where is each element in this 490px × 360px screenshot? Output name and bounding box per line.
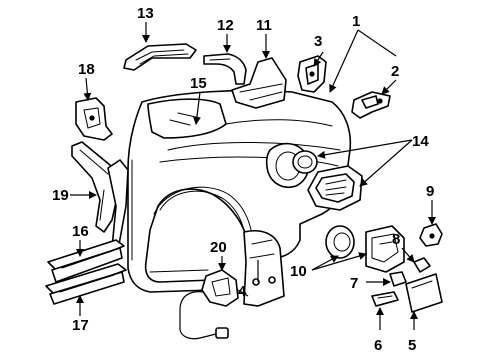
bracket-part-2 <box>351 91 391 119</box>
callout-11: 11 <box>256 17 272 34</box>
callout-18: 18 <box>78 61 95 78</box>
callout-numbers: 1 2 3 4 5 6 7 8 9 10 11 12 13 14 15 16 1… <box>52 5 434 354</box>
callout-4: 4 <box>238 283 247 300</box>
callout-15: 15 <box>190 75 207 92</box>
rail-part-17 <box>45 263 127 305</box>
molding-part-12 <box>203 53 247 85</box>
callout-16: 16 <box>72 223 89 240</box>
callout-9: 9 <box>426 183 434 200</box>
hinge-part-19 <box>71 141 129 251</box>
molding-part-13 <box>123 43 197 71</box>
callout-8: 8 <box>392 231 400 248</box>
clip-part-8 <box>413 257 431 273</box>
callout-12: 12 <box>217 17 234 34</box>
callout-7: 7 <box>350 275 358 292</box>
callout-20: 20 <box>210 239 227 256</box>
callout-19: 19 <box>52 187 69 204</box>
latch-part-6 <box>371 291 399 307</box>
fuel-pocket-part-14 <box>292 150 363 211</box>
actuator-part-20 <box>179 269 249 340</box>
quarter-panel <box>127 89 352 293</box>
callout-5: 5 <box>408 337 416 354</box>
callout-3: 3 <box>314 33 322 50</box>
rail-part-16 <box>47 239 125 283</box>
callout-6: 6 <box>374 337 382 354</box>
callout-13: 13 <box>137 5 154 22</box>
bracket-part-18 <box>75 97 113 141</box>
mud-flap-part-4 <box>243 230 285 307</box>
callout-2: 2 <box>391 63 399 80</box>
clip-part-7 <box>389 271 407 287</box>
callout-1: 1 <box>352 13 360 30</box>
leader-lines <box>70 22 436 330</box>
bracket-part-3 <box>297 55 327 93</box>
filler-housing-part-10 <box>325 225 405 273</box>
bracket-part-9 <box>419 223 443 247</box>
panel-part-11 <box>231 57 287 109</box>
callout-17: 17 <box>72 317 89 334</box>
callout-10: 10 <box>290 263 307 280</box>
fuel-door-part-5 <box>405 273 443 313</box>
callout-14: 14 <box>412 133 429 150</box>
